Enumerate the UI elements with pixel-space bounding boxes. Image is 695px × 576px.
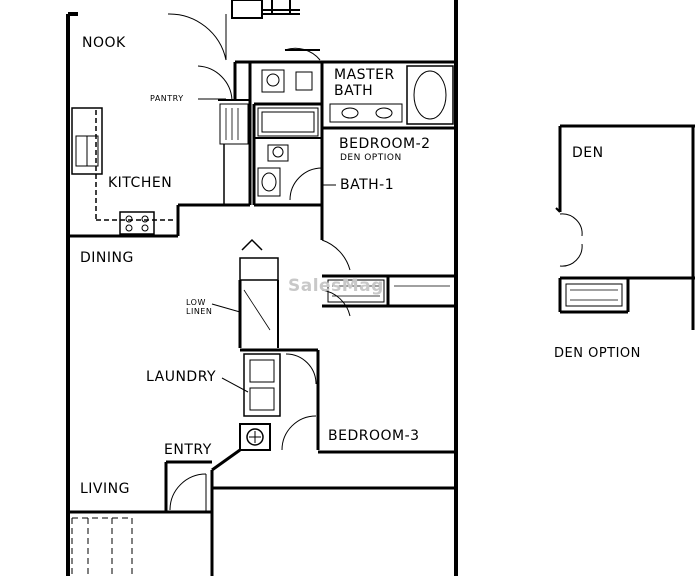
entry: [68, 448, 241, 514]
master-bath-walls: [235, 60, 456, 240]
bedroom3-walls: [210, 450, 456, 576]
room-label-low-linen: LOW LINEN: [186, 298, 213, 316]
label-pointers: [198, 98, 336, 393]
caption-den-option: DEN OPTION: [554, 346, 641, 361]
room-label-pantry: PANTRY: [150, 94, 184, 103]
room-label-living: LIVING: [80, 481, 130, 497]
hall-linen: [238, 238, 456, 348]
outer-walls: [66, 0, 458, 576]
room-label-den-option-small: DEN OPTION: [340, 153, 402, 163]
watermark: SalesMag: [288, 276, 384, 296]
room-label-nook: NOOK: [82, 35, 126, 51]
laundry: [239, 348, 320, 451]
room-label-dining: DINING: [80, 250, 134, 266]
patio: [71, 517, 133, 576]
den-option-inset: [555, 124, 695, 330]
room-label-bath-1: BATH-1: [340, 177, 395, 193]
bath1-walls: [252, 102, 323, 207]
room-label-master-bath: MASTER BATH: [334, 67, 395, 99]
kitchen-counters: [68, 107, 250, 238]
room-label-laundry: LAUNDRY: [146, 369, 217, 385]
room-label-bedroom-3: BEDROOM-3: [328, 428, 420, 444]
upper-structure: [167, 0, 321, 61]
room-label-entry: ENTRY: [164, 442, 212, 458]
room-label-kitchen: KITCHEN: [108, 175, 173, 191]
room-label-bedroom-2: BEDROOM-2: [339, 136, 431, 152]
pantry: [197, 62, 252, 205]
room-label-den: DEN: [572, 145, 604, 161]
